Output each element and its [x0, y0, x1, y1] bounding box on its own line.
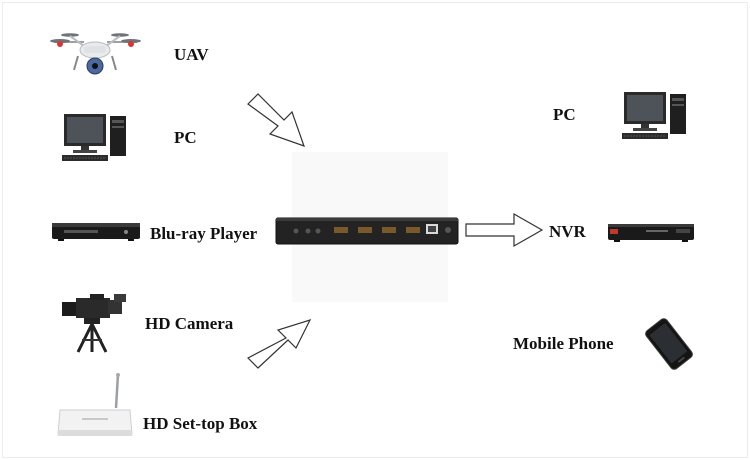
label-pc-input: PC	[174, 128, 197, 148]
arrow-top-into-encoder-icon	[244, 90, 314, 150]
mobile-phone-icon	[640, 318, 698, 370]
label-bluray-player: Blu-ray Player	[150, 224, 257, 244]
label-nvr: NVR	[549, 222, 586, 242]
pc-computer-icon	[60, 112, 132, 164]
hdmi-encoder-device-icon	[274, 216, 460, 248]
arrow-out-to-nvr-icon	[464, 210, 546, 250]
hd-camera-icon	[60, 292, 132, 354]
pc-computer-output-icon	[620, 90, 692, 142]
label-hd-camera: HD Camera	[145, 314, 233, 334]
set-top-box-icon	[56, 372, 136, 442]
label-mobile-phone: Mobile Phone	[513, 334, 614, 354]
label-hd-set-top-box: HD Set-top Box	[143, 414, 257, 434]
label-uav: UAV	[174, 45, 209, 65]
arrow-bottom-into-encoder-icon	[244, 318, 316, 370]
bluray-player-icon	[50, 220, 142, 244]
uav-drone-icon	[48, 24, 143, 80]
label-pc-output: PC	[553, 105, 576, 125]
nvr-recorder-icon	[606, 220, 696, 246]
